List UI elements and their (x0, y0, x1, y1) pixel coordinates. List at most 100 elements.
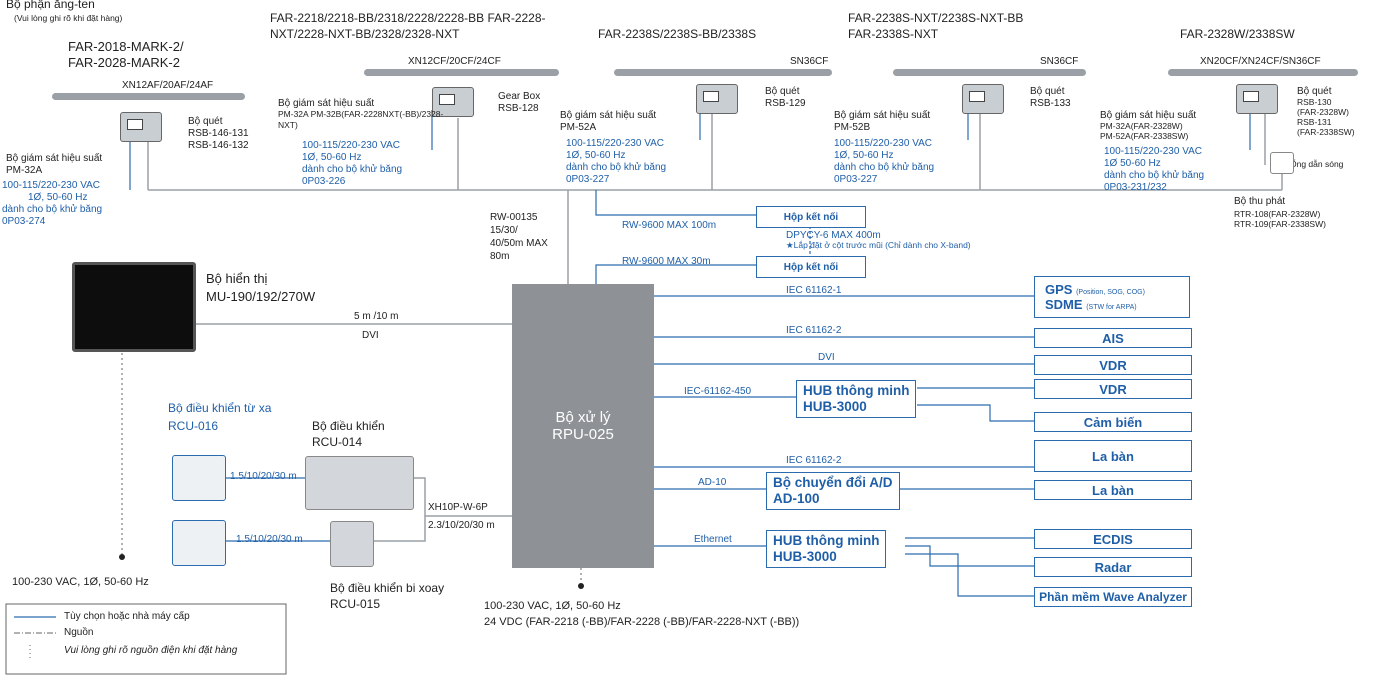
col1-power2: 1Ø, 50-60 Hz (28, 192, 87, 204)
col4-antenna: SN36CF (1040, 56, 1078, 68)
col5-deicer-model: 0P03-231/232 (1104, 182, 1167, 194)
hub-1-model: HUB-3000 (803, 399, 909, 415)
vdr-box-2: VDR (1034, 379, 1192, 399)
adc-model: AD-100 (773, 491, 893, 507)
col3-scanner-m1: RSB-129 (765, 98, 806, 110)
xh-cable: XH10P-W-6P (428, 502, 488, 514)
cable-main-l4: 80m (490, 251, 509, 263)
col1-scanner: Bộ quét (188, 116, 222, 128)
hub-2-label: HUB thông minh (773, 533, 879, 549)
col2-antenna-bar (364, 69, 559, 76)
col3-models: FAR-2238S/2238S-BB/2338S (598, 28, 756, 42)
hub-1: HUB thông minh HUB-3000 (796, 380, 916, 418)
compass-box-1: La bàn (1034, 440, 1192, 472)
col3-monitor-model: PM-52A (560, 122, 596, 134)
rcu016-label: Bộ điều khiển từ xa (168, 402, 271, 416)
col5-models: FAR-2328W/2338SW (1180, 28, 1295, 42)
legend-option: Tùy chọn hoặc nhà máy cấp (64, 611, 190, 623)
col2-monitor-model: PM-32A PM-32B(FAR-2228NXT(-BB)/2328- (278, 110, 443, 120)
processor-unit: Bộ xử lý RPU-025 (512, 284, 654, 568)
col2-scanner-m1: RSB-128 (498, 103, 539, 115)
hub-2-model: HUB-3000 (773, 549, 879, 565)
col5-scanner-m4: (FAR-2338SW) (1297, 128, 1355, 138)
rcu014-device (305, 456, 414, 510)
gps-sdme-box: GPS (Position, SOG, COG) SDME (STW for A… (1034, 276, 1190, 318)
col5-power: 100-115/220-230 VAC (1104, 146, 1202, 158)
cable-main-l1: RW-00135 (490, 212, 537, 224)
legend-note: Vui lòng ghi rõ nguồn điện khi đặt hàng (64, 645, 237, 657)
col2-power: 100-115/220-230 VAC (302, 140, 400, 152)
junction-box-1: Hộp kết nối (756, 206, 866, 228)
col2-power2: 1Ø, 50-60 Hz (302, 152, 361, 164)
col1-models: FAR-2018-MARK-2/ (68, 40, 184, 55)
display-label: Bộ hiển thị (206, 272, 267, 287)
dvi-label: DVI (818, 352, 835, 364)
col3-antenna-bar (614, 69, 832, 76)
rcu016-cable2: 1.5/10/20/30 m (236, 534, 303, 546)
legend-power: Nguồn (64, 627, 93, 639)
col5-deicer: dành cho bộ khử băng (1104, 170, 1204, 182)
col5-monitor: Bộ giám sát hiệu suất (1100, 110, 1196, 122)
col4-deicer: dành cho bộ khử băng (834, 162, 934, 174)
col2-models2: NXT/2228-NXT-BB/2328/2328-NXT (270, 28, 459, 42)
cable-main-l2: 15/30/ (490, 225, 518, 237)
cable-main-l3: 40/50m MAX (490, 238, 548, 250)
display-model: MU-190/192/270W (206, 290, 315, 305)
antenna-unit-title: Bộ phận ăng-ten (6, 0, 95, 12)
iec2b-label: IEC 61162-2 (786, 455, 841, 467)
dpycy-note: ★Lắp đặt ở cột trước mũi (Chỉ dành cho X… (786, 241, 971, 251)
rcu016-device-1 (172, 455, 226, 501)
iec450-label: IEC-61162-450 (684, 386, 751, 398)
col5-antenna: XN20CF/XN24CF/SN36CF (1200, 56, 1321, 68)
col3-scanner-icon (696, 84, 738, 114)
adc-label: Bộ chuyển đổi A/D (773, 475, 893, 491)
col1-scanner-m1: RSB-146-131 (188, 128, 249, 140)
rcu016-device-2 (172, 520, 226, 566)
radar-box: Radar (1034, 557, 1192, 577)
display-cable-type: DVI (362, 330, 379, 342)
xh-length: 2.3/10/20/30 m (428, 520, 495, 532)
ethernet-label: Ethernet (694, 534, 732, 546)
transceiver-m2: RTR-109(FAR-2338SW) (1234, 220, 1326, 230)
col4-models2: FAR-2338S-NXT (848, 28, 938, 42)
col4-antenna-bar (893, 69, 1086, 76)
transceiver-label: Bộ thu phát (1234, 196, 1285, 208)
iec1-label: IEC 61162-1 (786, 285, 841, 297)
waveguide-label: Ống dẫn sóng (1290, 160, 1343, 170)
rcu014-label: Bộ điều khiển (312, 420, 385, 434)
hub-1-label: HUB thông minh (803, 383, 909, 399)
col4-deicer-model: 0P03-227 (834, 174, 877, 186)
col4-models: FAR-2238S-NXT/2238S-NXT-BB (848, 12, 1023, 26)
col4-scanner: Bộ quét (1030, 86, 1064, 98)
iec2-label: IEC 61162-2 (786, 325, 841, 337)
col2-deicer-model: 0P03-226 (302, 176, 345, 188)
compass-box-2: La bàn (1034, 480, 1192, 500)
antenna-unit-note: (Vui lòng ghi rõ khi đặt hàng) (14, 14, 122, 24)
col5-monitor-model2: PM-52A(FAR-2338SW) (1100, 132, 1188, 142)
col5-scanner: Bộ quét (1297, 86, 1331, 98)
col3-power2: 1Ø, 50-60 Hz (566, 150, 625, 162)
gps-label: GPS (1045, 282, 1072, 297)
ais-box: AIS (1034, 328, 1192, 348)
rcu016-cable1: 1.5/10/20/30 m (230, 471, 297, 483)
col1-deicer: dành cho bộ khử băng (2, 204, 102, 216)
rcu014-model: RCU-014 (312, 436, 362, 450)
col5-power2: 1Ø 50-60 Hz (1104, 158, 1161, 170)
col4-power2: 1Ø, 50-60 Hz (834, 150, 893, 162)
col3-deicer-model: 0P03-227 (566, 174, 609, 186)
col1-antenna: XN12AF/20AF/24AF (122, 80, 213, 92)
col2-antenna: XN12CF/20CF/24CF (408, 56, 501, 68)
col1-models2: FAR-2028-MARK-2 (68, 56, 180, 71)
col2-models: FAR-2218/2218-BB/2318/2228/2228-BB FAR-2… (270, 12, 546, 26)
col2-monitor-model2: NXT) (278, 121, 298, 131)
col2-deicer: dành cho bộ khử băng (302, 164, 402, 176)
wave-analyzer-box: Phần mềm Wave Analyzer (1034, 587, 1192, 607)
col1-monitor: Bộ giám sát hiệu suất (6, 153, 102, 165)
transceiver-icon (1270, 152, 1294, 174)
col2-scanner: Gear Box (498, 91, 540, 103)
col4-monitor: Bộ giám sát hiệu suất (834, 110, 930, 122)
col3-power: 100-115/220-230 VAC (566, 138, 664, 150)
display-cable: 5 m /10 m (354, 311, 398, 323)
rcu015-device (330, 521, 374, 567)
col3-antenna: SN36CF (790, 56, 828, 68)
